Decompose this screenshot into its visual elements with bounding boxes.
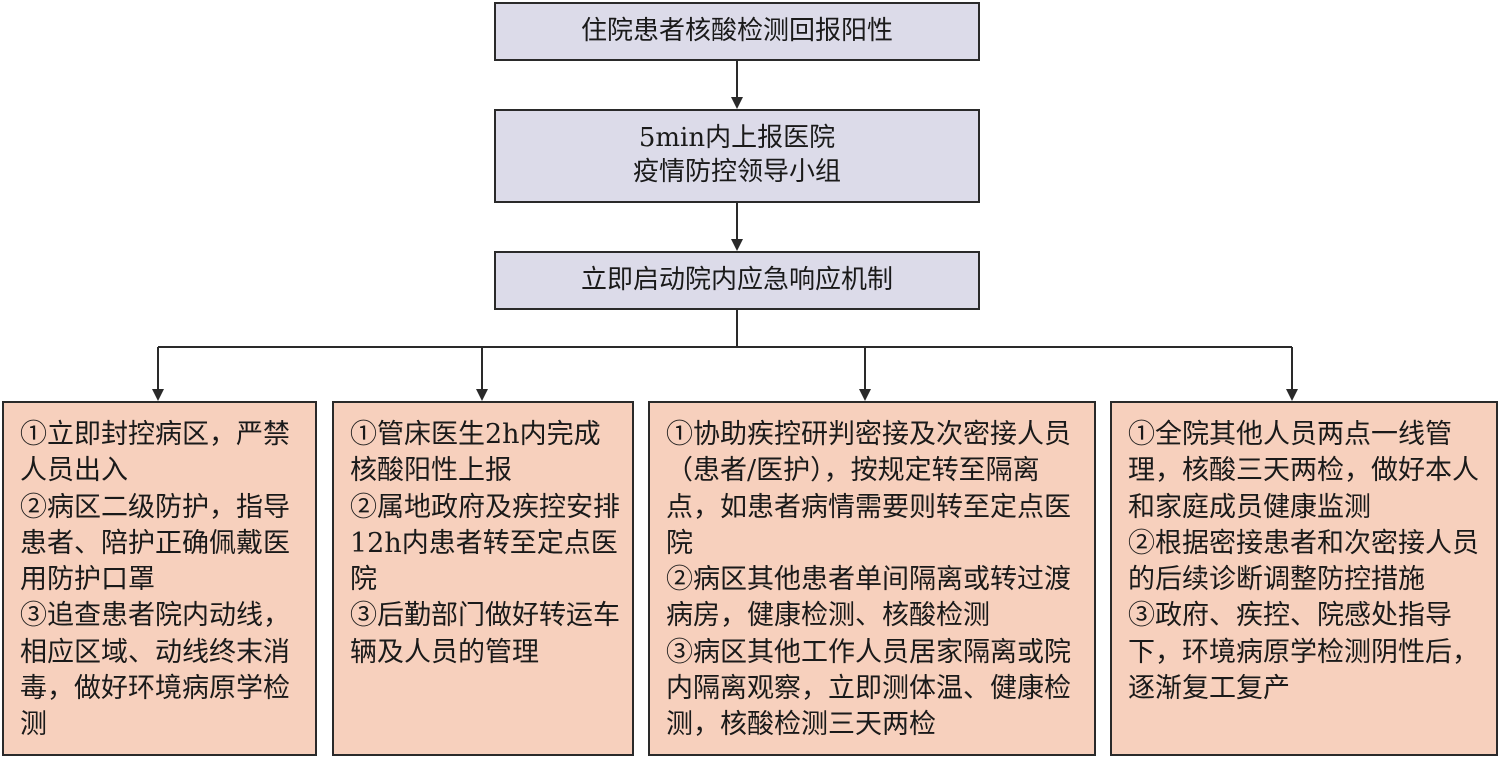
branch-item: ①协助疾控研判密接及次密接人员（患者/医护），按规定转至隔离点，如患者病情需要则… <box>666 419 1071 559</box>
branch-item: ②根据密接患者和次密接人员的后续诊断调整防控措施 <box>1128 527 1479 596</box>
branch-box-ward-control: ①立即封控病区，严禁人员出入 ②病区二级防护，指导患者、陪护正确佩戴医用防护口罩… <box>2 401 317 756</box>
branch-box-contact-isolation: ①协助疾控研判密接及次密接人员（患者/医护），按规定转至隔离点，如患者病情需要则… <box>648 401 1096 756</box>
branch-item-list: ①立即封控病区，严禁人员出入 ②病区二级防护，指导患者、陪护正确佩戴医用防护口罩… <box>20 417 305 744</box>
step-box-emergency-response: 立即启动院内应急响应机制 <box>494 251 980 310</box>
step-text: 5min内上报医院 <box>638 123 836 154</box>
branch-item: ③后勤部门做好转运车辆及人员的管理 <box>350 600 620 668</box>
step-text: 疫情防控领导小组 <box>632 157 841 187</box>
step-text: 立即启动院内应急响应机制 <box>580 264 893 295</box>
branch-item: ③病区其他工作人员居家隔离或院内隔离观察，立即测体温、健康检测，核酸检测三天两检 <box>666 636 1071 741</box>
branch-item-list: ①全院其他人员两点一线管理，核酸三天两检，做好本人和家庭成员健康监测 ②根据密接… <box>1128 417 1486 707</box>
branch-item: ②病区二级防护，指导患者、陪护正确佩戴医用防护口罩 <box>20 491 290 596</box>
step-box-report-leadership: 5min内上报医院 疫情防控领导小组 <box>494 109 980 203</box>
branch-item: ③政府、疾控、院感处指导下，环境病原学检测阴性后，逐渐复工复产 <box>1128 600 1479 705</box>
branch-box-hospital-wide: ①全院其他人员两点一线管理，核酸三天两检，做好本人和家庭成员健康监测 ②根据密接… <box>1110 401 1498 756</box>
branch-item: ①立即封控病区，严禁人员出入 <box>20 419 290 487</box>
branch-item-list: ①管床医生2h内完成核酸阳性上报 ②属地政府及疾控安排12h内患者转至定点医院 … <box>350 417 622 671</box>
step-text: 住院患者核酸检测回报阳性 <box>580 15 893 46</box>
branch-item-list: ①协助疾控研判密接及次密接人员（患者/医护），按规定转至隔离点，如患者病情需要则… <box>666 417 1084 744</box>
step-box-positive-report: 住院患者核酸检测回报阳性 <box>494 2 980 61</box>
branch-box-transfer: ①管床医生2h内完成核酸阳性上报 ②属地政府及疾控安排12h内患者转至定点医院 … <box>332 401 634 756</box>
branch-item: ③追查患者院内动线，相应区域、动线终末消毒，做好环境病原学检测 <box>20 600 290 741</box>
branch-item: ①全院其他人员两点一线管理，核酸三天两检，做好本人和家庭成员健康监测 <box>1128 419 1479 523</box>
branch-item: ②病区其他患者单间隔离或转过渡病房，健康检测、核酸检测 <box>666 564 1071 632</box>
branch-item: ①管床医生2h内完成核酸阳性上报 <box>350 419 601 487</box>
branch-item: ②属地政府及疾控安排12h内患者转至定点医院 <box>350 491 620 596</box>
